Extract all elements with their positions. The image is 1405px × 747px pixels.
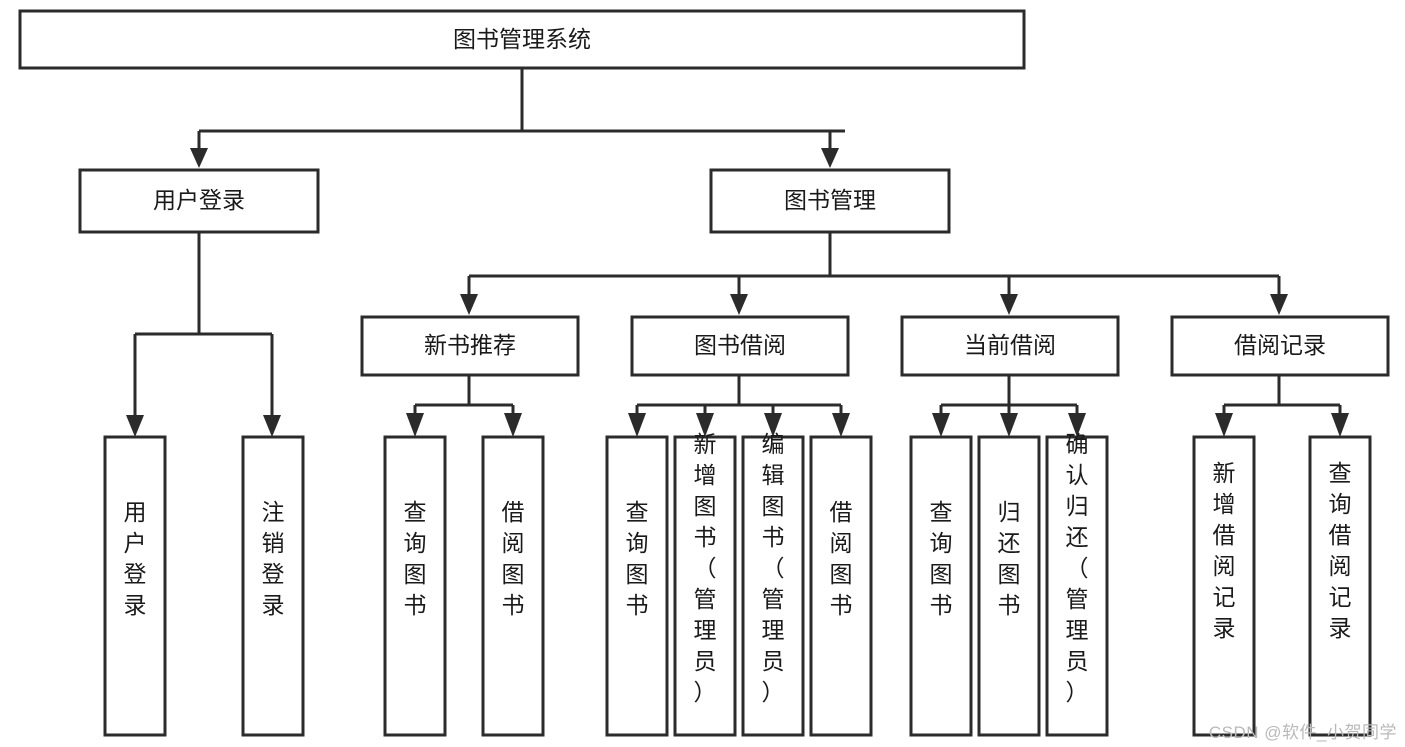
node-book-borrow[interactable]: 图书借阅 (630, 315, 850, 377)
leaf-edit-book-label: 编辑图书（管理员） (762, 431, 785, 705)
leaf-borrow-book-2-label: 借阅图书 (830, 499, 853, 618)
leaf-add-book-label: 新增图书（管理员） (694, 431, 717, 705)
connector-bookmanage-to-level3 (460, 232, 1288, 315)
leaf-return-book-label: 归还图书 (998, 499, 1021, 618)
node-root[interactable]: 图书管理系统 (18, 9, 1026, 70)
node-new-book-recommend-label: 新书推荐 (424, 332, 516, 358)
leaf-return-book[interactable]: 归还图书 (977, 435, 1041, 737)
node-current-borrow-label: 当前借阅 (964, 332, 1056, 358)
node-current-borrow[interactable]: 当前借阅 (900, 315, 1120, 377)
leaf-add-book[interactable]: 新增图书（管理员） (673, 431, 737, 737)
node-book-borrow-label: 图书借阅 (694, 332, 786, 358)
leaf-add-record-label: 新增借阅记录 (1213, 460, 1236, 641)
connector-root-to-level2 (190, 68, 845, 168)
node-borrow-record-label: 借阅记录 (1234, 332, 1326, 358)
node-book-manage-label: 图书管理 (784, 187, 876, 213)
leaf-confirm-return[interactable]: 确认归还（管理员） (1045, 431, 1109, 737)
leaf-confirm-return-label: 确认归还（管理员） (1066, 431, 1089, 705)
node-root-label: 图书管理系统 (453, 26, 591, 52)
leaf-user-login[interactable]: 用户登录 (103, 435, 167, 737)
node-user-login[interactable]: 用户登录 (78, 168, 320, 234)
node-book-manage[interactable]: 图书管理 (709, 168, 951, 234)
leaf-query-record[interactable]: 查询借阅记录 (1308, 435, 1372, 737)
leaf-user-logout[interactable]: 注销登录 (241, 435, 305, 737)
leaf-query-book-3-label: 查询图书 (930, 499, 953, 618)
connector-newbook-to-leaves (406, 375, 522, 437)
connector-currentborrow-to-leaves (932, 375, 1086, 437)
node-new-book-recommend[interactable]: 新书推荐 (360, 315, 580, 377)
leaf-edit-book[interactable]: 编辑图书（管理员） (741, 431, 805, 737)
connector-userlogin-to-leaves (126, 232, 281, 437)
node-borrow-record[interactable]: 借阅记录 (1170, 315, 1390, 377)
leaf-user-login-label: 用户登录 (124, 499, 147, 618)
csdn-watermark: CSDN @软件_小贺同学 (1208, 723, 1397, 742)
leaf-add-record[interactable]: 新增借阅记录 (1192, 435, 1256, 737)
leaf-query-book-3[interactable]: 查询图书 (909, 435, 973, 737)
leaf-user-logout-label: 注销登录 (262, 499, 285, 618)
leaf-borrow-book-2[interactable]: 借阅图书 (809, 435, 873, 737)
leaf-borrow-book-1-label: 借阅图书 (502, 499, 525, 618)
leaf-query-record-label: 查询借阅记录 (1329, 460, 1352, 641)
leaf-query-book-1[interactable]: 查询图书 (383, 435, 447, 737)
leaf-borrow-book-1[interactable]: 借阅图书 (481, 435, 545, 737)
leaf-query-book-1-label: 查询图书 (404, 499, 427, 618)
leaf-query-book-2[interactable]: 查询图书 (605, 435, 669, 737)
node-user-login-label: 用户登录 (153, 187, 245, 213)
leaf-query-book-2-label: 查询图书 (626, 499, 649, 618)
connector-borrowrecord-to-leaves (1215, 375, 1349, 437)
connector-bookborrow-to-leaves (628, 375, 850, 437)
